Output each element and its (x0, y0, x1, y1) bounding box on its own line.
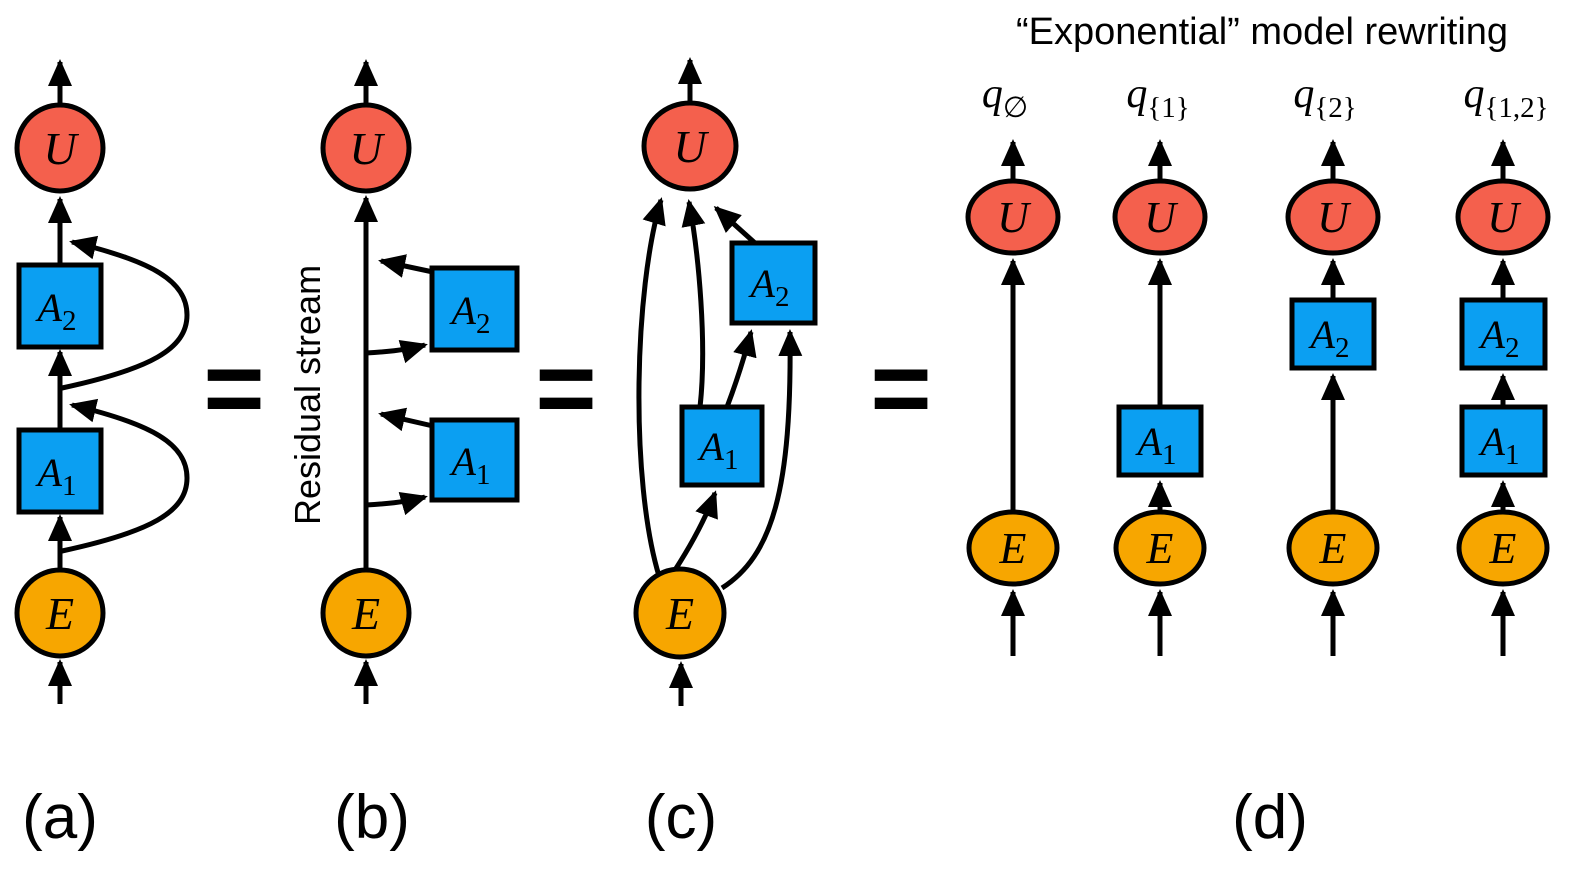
unembed-label: U (43, 123, 79, 174)
embed-node (14, 567, 106, 659)
attn2-label: A2 (1478, 312, 1520, 364)
unembed-node (14, 102, 106, 194)
unembed-label: U (673, 121, 709, 172)
unembed-node (641, 100, 739, 192)
q-label-empty: q∅ (982, 71, 1028, 124)
skip-arc-around-a1 (61, 398, 190, 554)
attn2-label: A2 (449, 288, 491, 340)
attn2-node (729, 240, 818, 326)
attn2-node (16, 262, 104, 350)
attn1-node (1116, 404, 1204, 478)
attn1-label: A1 (449, 439, 491, 491)
panel-d: “Exponential” model rewriting q∅ q{1} q{… (965, 11, 1551, 852)
panel-b: U A2 A1 E Residual stream (b) (287, 59, 520, 852)
panel-c: U A2 A1 E (c) (633, 57, 818, 852)
unembed-node (1455, 178, 1551, 256)
embed-node (1456, 509, 1550, 587)
branch-a2-to-stream (378, 254, 434, 278)
term-column-empty: U E (965, 139, 1061, 656)
embed-node (633, 566, 727, 660)
branch-stream-to-a2 (365, 340, 428, 364)
edge-e-a1 (672, 490, 718, 572)
unembed-label: U (1144, 193, 1179, 242)
edge-e-a2 (720, 329, 803, 591)
residual-stream-label: Residual stream (287, 265, 328, 525)
embed-node (1113, 509, 1207, 587)
skip-arc-around-a2 (61, 235, 190, 391)
embed-label: E (45, 588, 74, 639)
attn1-label: A1 (35, 450, 77, 502)
attn2-label: A2 (35, 285, 77, 337)
attn1-node (429, 417, 520, 503)
term-column-1: U A1 E (1112, 139, 1208, 656)
embed-node (1286, 509, 1380, 587)
attn1-label: A1 (1478, 419, 1520, 471)
caption-a: (a) (22, 783, 98, 852)
embed-label: E (999, 524, 1027, 573)
embed-label: E (1489, 524, 1517, 573)
term-column-2: U A2 E (1285, 139, 1381, 656)
unembed-label: U (1487, 193, 1522, 242)
caption-c: (c) (645, 783, 717, 852)
term-column-12: U A2 A1 E (1455, 139, 1551, 656)
branch-a1-to-stream (378, 407, 434, 432)
embed-label: E (1146, 524, 1174, 573)
q-label-12: q{1,2} (1463, 71, 1548, 124)
branch-stream-to-a1 (365, 492, 428, 516)
caption-d: (d) (1232, 783, 1308, 852)
unembed-label: U (1317, 193, 1352, 242)
embed-node (320, 567, 412, 659)
attn2-node (429, 265, 520, 353)
attn1-label: A1 (1135, 419, 1177, 471)
equals-sign-3: = (870, 330, 931, 447)
edge-a1-a2 (724, 329, 757, 408)
q-label-1: q{1} (1126, 71, 1189, 124)
attn1-node (1459, 404, 1548, 478)
attn1-node (16, 427, 104, 515)
caption-b: (b) (334, 783, 410, 852)
panel-d-title: “Exponential” model rewriting (1016, 11, 1508, 53)
attn1-label: A1 (697, 424, 739, 476)
attn2-label: A2 (748, 261, 790, 313)
edge-e-u (636, 197, 666, 577)
unembed-label: U (349, 123, 385, 174)
unembed-node (965, 178, 1061, 256)
equals-sign-2: = (535, 330, 596, 447)
q-label-2: q{2} (1293, 71, 1356, 124)
unembed-label: U (997, 193, 1032, 242)
embed-label: E (351, 588, 380, 639)
unembed-node (1112, 178, 1208, 256)
embed-node (966, 509, 1060, 587)
unembed-node (1285, 178, 1381, 256)
embed-label: E (665, 588, 694, 639)
embed-label: E (1319, 524, 1347, 573)
attn2-node (1289, 297, 1377, 371)
attn1-node (679, 404, 765, 488)
attn2-node (1459, 297, 1548, 371)
unembed-node (320, 102, 412, 194)
equals-sign-1: = (203, 330, 264, 447)
edge-a2-u (713, 205, 757, 245)
panel-a: U A2 A1 E (a) (14, 59, 190, 852)
edge-a1-u (681, 199, 706, 408)
attn2-label: A2 (1308, 312, 1350, 364)
